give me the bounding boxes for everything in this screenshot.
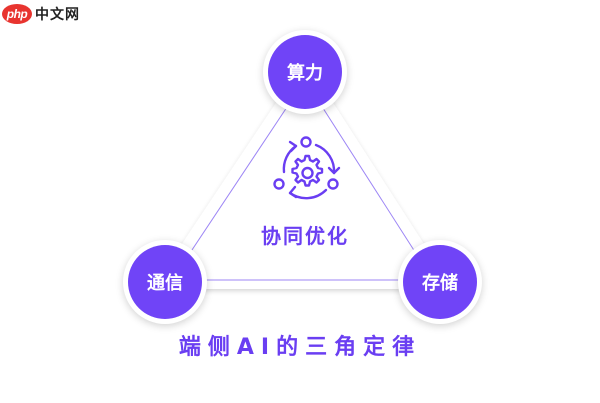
- gear-cycle-icon: [273, 136, 341, 200]
- node-compute: 算力: [263, 30, 347, 114]
- node-compute-label: 算力: [268, 35, 342, 109]
- node-storage: 存储: [398, 240, 482, 324]
- diagram-title: 端侧AI的三角定律: [178, 335, 422, 360]
- node-storage-label: 存储: [403, 245, 477, 319]
- node-communication-label: 通信: [128, 245, 202, 319]
- php-logo-badge: php: [2, 4, 32, 24]
- site-logo[interactable]: php 中文网: [2, 2, 80, 26]
- logo-text: 中文网: [35, 7, 80, 23]
- node-communication: 通信: [123, 240, 207, 324]
- center-label: 协同优化: [261, 224, 349, 248]
